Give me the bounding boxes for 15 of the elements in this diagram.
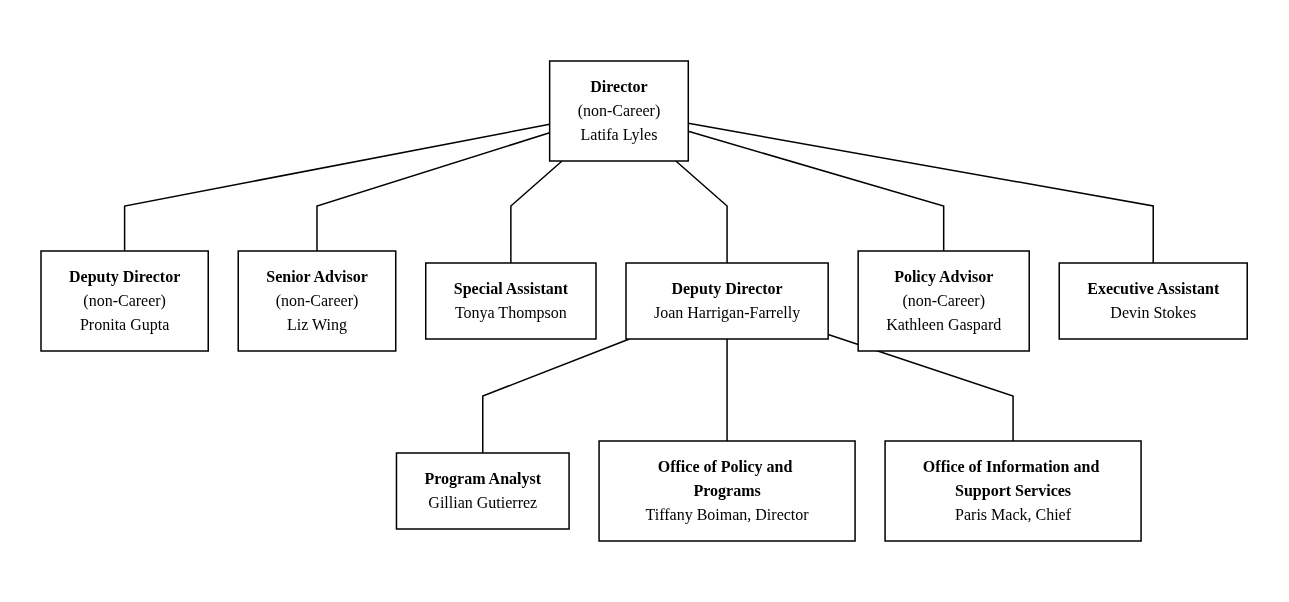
node-box: Special Assistant Tonya Thompson <box>425 262 598 340</box>
node-box: Executive Assistant Devin Stokes <box>1058 262 1249 340</box>
node-box: Policy Advisor (non-Career) Kathleen Gaspard <box>857 250 1031 352</box>
node-box: Deputy Director (non-Career) Pronita Gupta <box>40 250 210 352</box>
connector <box>726 338 729 442</box>
node-box: Deputy Director Joan Harrigan-Farrelly <box>625 262 830 340</box>
node-box: Senior Advisor (non-Career) Liz Wing <box>237 250 397 352</box>
node-box: Office of Policy and Programs Tiffany Boiman, Director <box>598 440 857 542</box>
connector <box>124 123 551 252</box>
node-box: Program Analyst Gillian Gutierrez <box>396 452 571 530</box>
connector <box>510 160 564 264</box>
node-box: Office of Information and Support Services Paris Mack, Chief <box>884 440 1143 542</box>
connector <box>316 132 551 252</box>
connector <box>675 160 729 264</box>
node-box: Director (non-Career) Latifa Lyles <box>549 60 690 162</box>
